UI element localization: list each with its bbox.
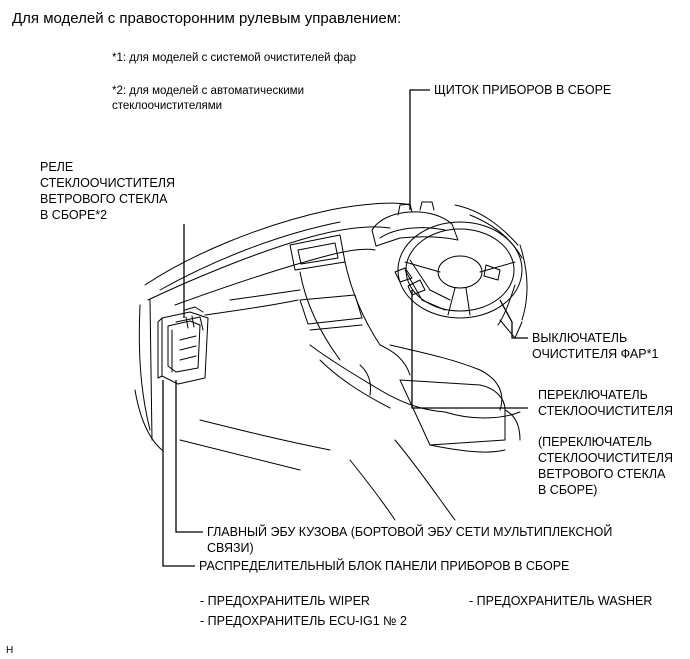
leader-meter bbox=[409, 89, 430, 210]
label-wiper-switch-line: СТЕКЛООЧИСТИТЕЛЯ bbox=[538, 404, 673, 418]
fuse-ecu-ig1: - ПРЕДОХРАНИТЕЛЬ ECU-IG1 № 2 bbox=[200, 614, 407, 628]
label-wiper-switch-alt-line: СТЕКЛООЧИСТИТЕЛЯ bbox=[538, 451, 673, 465]
label-relay-line: СТЕКЛООЧИСТИТЕЛЯ bbox=[40, 176, 175, 190]
note-1: *1: для моделей с системой очистителей ф… bbox=[112, 52, 357, 64]
label-junction-block: РАСПРЕДЕЛИТЕЛЬНЫЙ БЛОК ПАНЕЛИ ПРИБОРОВ В… bbox=[199, 559, 570, 573]
fuse-washer: - ПРЕДОХРАНИТЕЛЬ WASHER bbox=[469, 594, 653, 608]
label-relay-line: РЕЛЕ bbox=[40, 160, 74, 174]
label-main-body-ecu-line: ГЛАВНЫЙ ЭБУ КУЗОВА (БОРТОВОЙ ЭБУ СЕТИ МУ… bbox=[207, 525, 613, 539]
page-title: Для моделей с правосторонним рулевым упр… bbox=[12, 10, 402, 27]
label-combination-meter: ЩИТОК ПРИБОРОВ В СБОРЕ bbox=[434, 83, 612, 97]
fuse-wiper: - ПРЕДОХРАНИТЕЛЬ WIPER bbox=[200, 594, 370, 608]
label-headlamp-cleaner-switch: ВЫКЛЮЧАТЕЛЬ ОЧИСТИТЕЛЯ ФАР*1 bbox=[532, 330, 658, 362]
label-relay-line: В СБОРЕ*2 bbox=[40, 208, 108, 222]
label-headlamp-cleaner-line: ОЧИСТИТЕЛЯ ФАР*1 bbox=[532, 347, 659, 361]
label-wiper-switch-line: ПЕРЕКЛЮЧАТЕЛЬ bbox=[538, 388, 648, 402]
label-relay-line: ВЕТРОВОГО СТЕКЛА bbox=[40, 192, 168, 206]
label-relay: РЕЛЕ СТЕКЛООЧИСТИТЕЛЯ ВЕТРОВОГО СТЕКЛА В… bbox=[40, 159, 175, 223]
label-main-body-ecu: ГЛАВНЫЙ ЭБУ КУЗОВА (БОРТОВОЙ ЭБУ СЕТИ МУ… bbox=[207, 524, 612, 556]
label-wiper-switch-alt-line: В СБОРЕ) bbox=[538, 483, 598, 497]
leader-wiper-switch bbox=[411, 290, 528, 409]
label-headlamp-cleaner-line: ВЫКЛЮЧАТЕЛЬ bbox=[532, 331, 628, 345]
note-2-line-1: *2: для моделей с автоматическими bbox=[112, 85, 304, 97]
label-wiper-switch-alt-line: ВЕТРОВОГО СТЕКЛА bbox=[538, 467, 666, 481]
leader-body-ecu bbox=[175, 380, 203, 533]
label-wiper-switch-alt: (ПЕРЕКЛЮЧАТЕЛЬ СТЕКЛООЧИСТИТЕЛЯ ВЕТРОВОГ… bbox=[538, 434, 673, 498]
label-main-body-ecu-line: СВЯЗИ) bbox=[207, 541, 254, 555]
label-wiper-switch-alt-line: (ПЕРЕКЛЮЧАТЕЛЬ bbox=[538, 435, 652, 449]
label-wiper-switch: ПЕРЕКЛЮЧАТЕЛЬ СТЕКЛООЧИСТИТЕЛЯ bbox=[538, 387, 673, 419]
leader-junction-block bbox=[162, 380, 195, 567]
note-2-line-2: стеклоочистителями bbox=[112, 100, 223, 112]
leader-headlamp-cleaner bbox=[499, 299, 528, 339]
footer-mark: Н bbox=[6, 645, 14, 656]
